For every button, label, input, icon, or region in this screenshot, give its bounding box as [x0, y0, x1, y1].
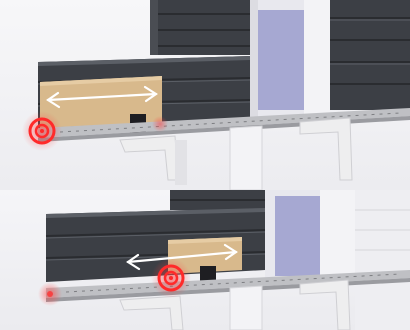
right-siding-wall [330, 0, 410, 110]
window-opening [250, 0, 330, 120]
red-glow-dot [152, 116, 168, 132]
illustration-panel-bottom [0, 190, 410, 330]
right-wall [355, 190, 410, 330]
red-target-marker [22, 111, 62, 151]
red-dot [47, 291, 53, 297]
illustration-panel-top [0, 0, 410, 190]
red-target-marker [151, 258, 191, 298]
window-opening [265, 190, 355, 280]
upper-siding-wall [150, 0, 250, 55]
upper-siding-wall [170, 190, 265, 210]
scene-bottom-svg [0, 190, 410, 330]
scene-top-svg [0, 0, 410, 190]
